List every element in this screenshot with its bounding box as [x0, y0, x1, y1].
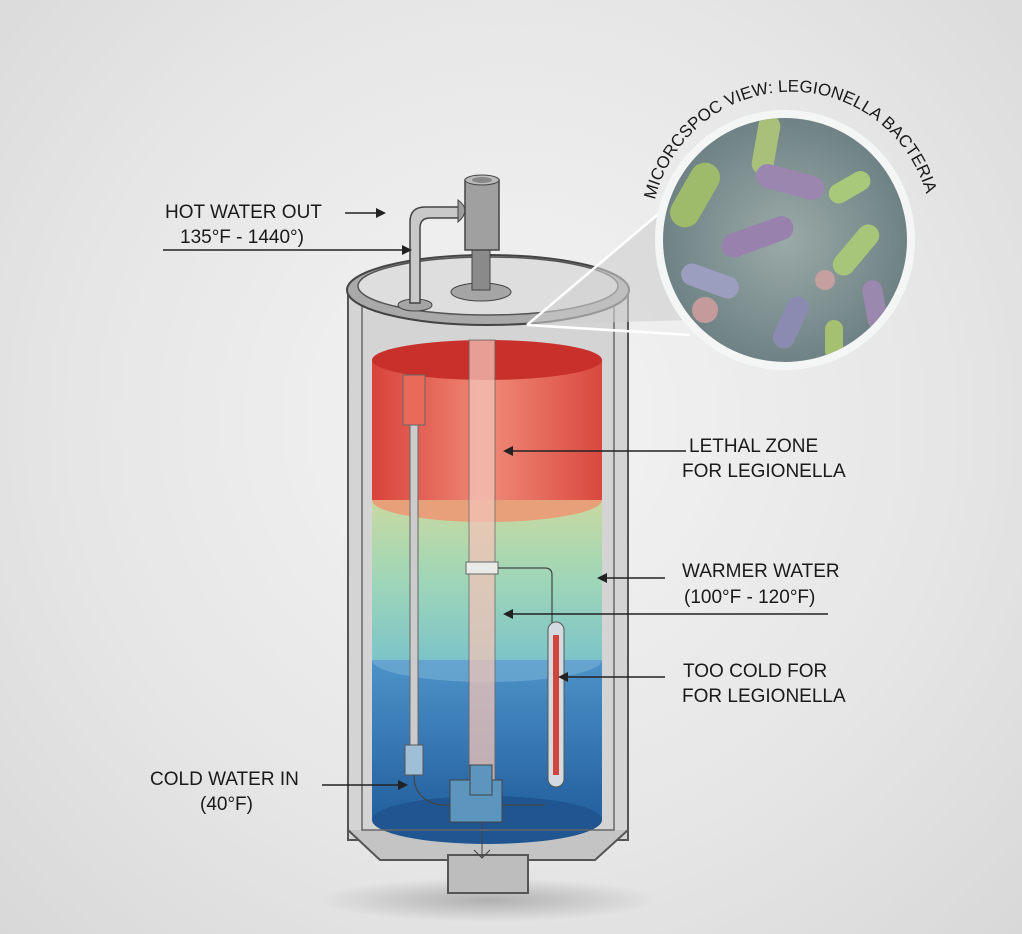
hot-water-outlet [397, 174, 512, 312]
too-cold-label: TOO COLD FOR [683, 661, 827, 682]
floor-shadow [318, 878, 658, 922]
hot-water-temp-label: 135°F - 1440°) [180, 227, 304, 248]
cold-water-in-label: COLD WATER IN [150, 769, 299, 790]
lethal-zone-label: LETHAL ZONE [689, 436, 818, 457]
too-cold-label-2: FOR LEGIONELLA [682, 686, 846, 707]
arrowheads [376, 208, 607, 790]
lethal-zone-label-2: FOR LEGIONELLA [682, 461, 846, 482]
hot-water-out-label: HOT WATER OUT [165, 202, 322, 223]
cold-water-temp-label: (40°F) [200, 794, 253, 815]
warmer-water-label: WARMER WATER [682, 561, 840, 582]
bacteria [670, 118, 888, 360]
warmer-water-temp-label: (100°F - 120°F) [684, 587, 815, 608]
internal-pipes [402, 339, 565, 859]
leader-lines [163, 212, 828, 786]
